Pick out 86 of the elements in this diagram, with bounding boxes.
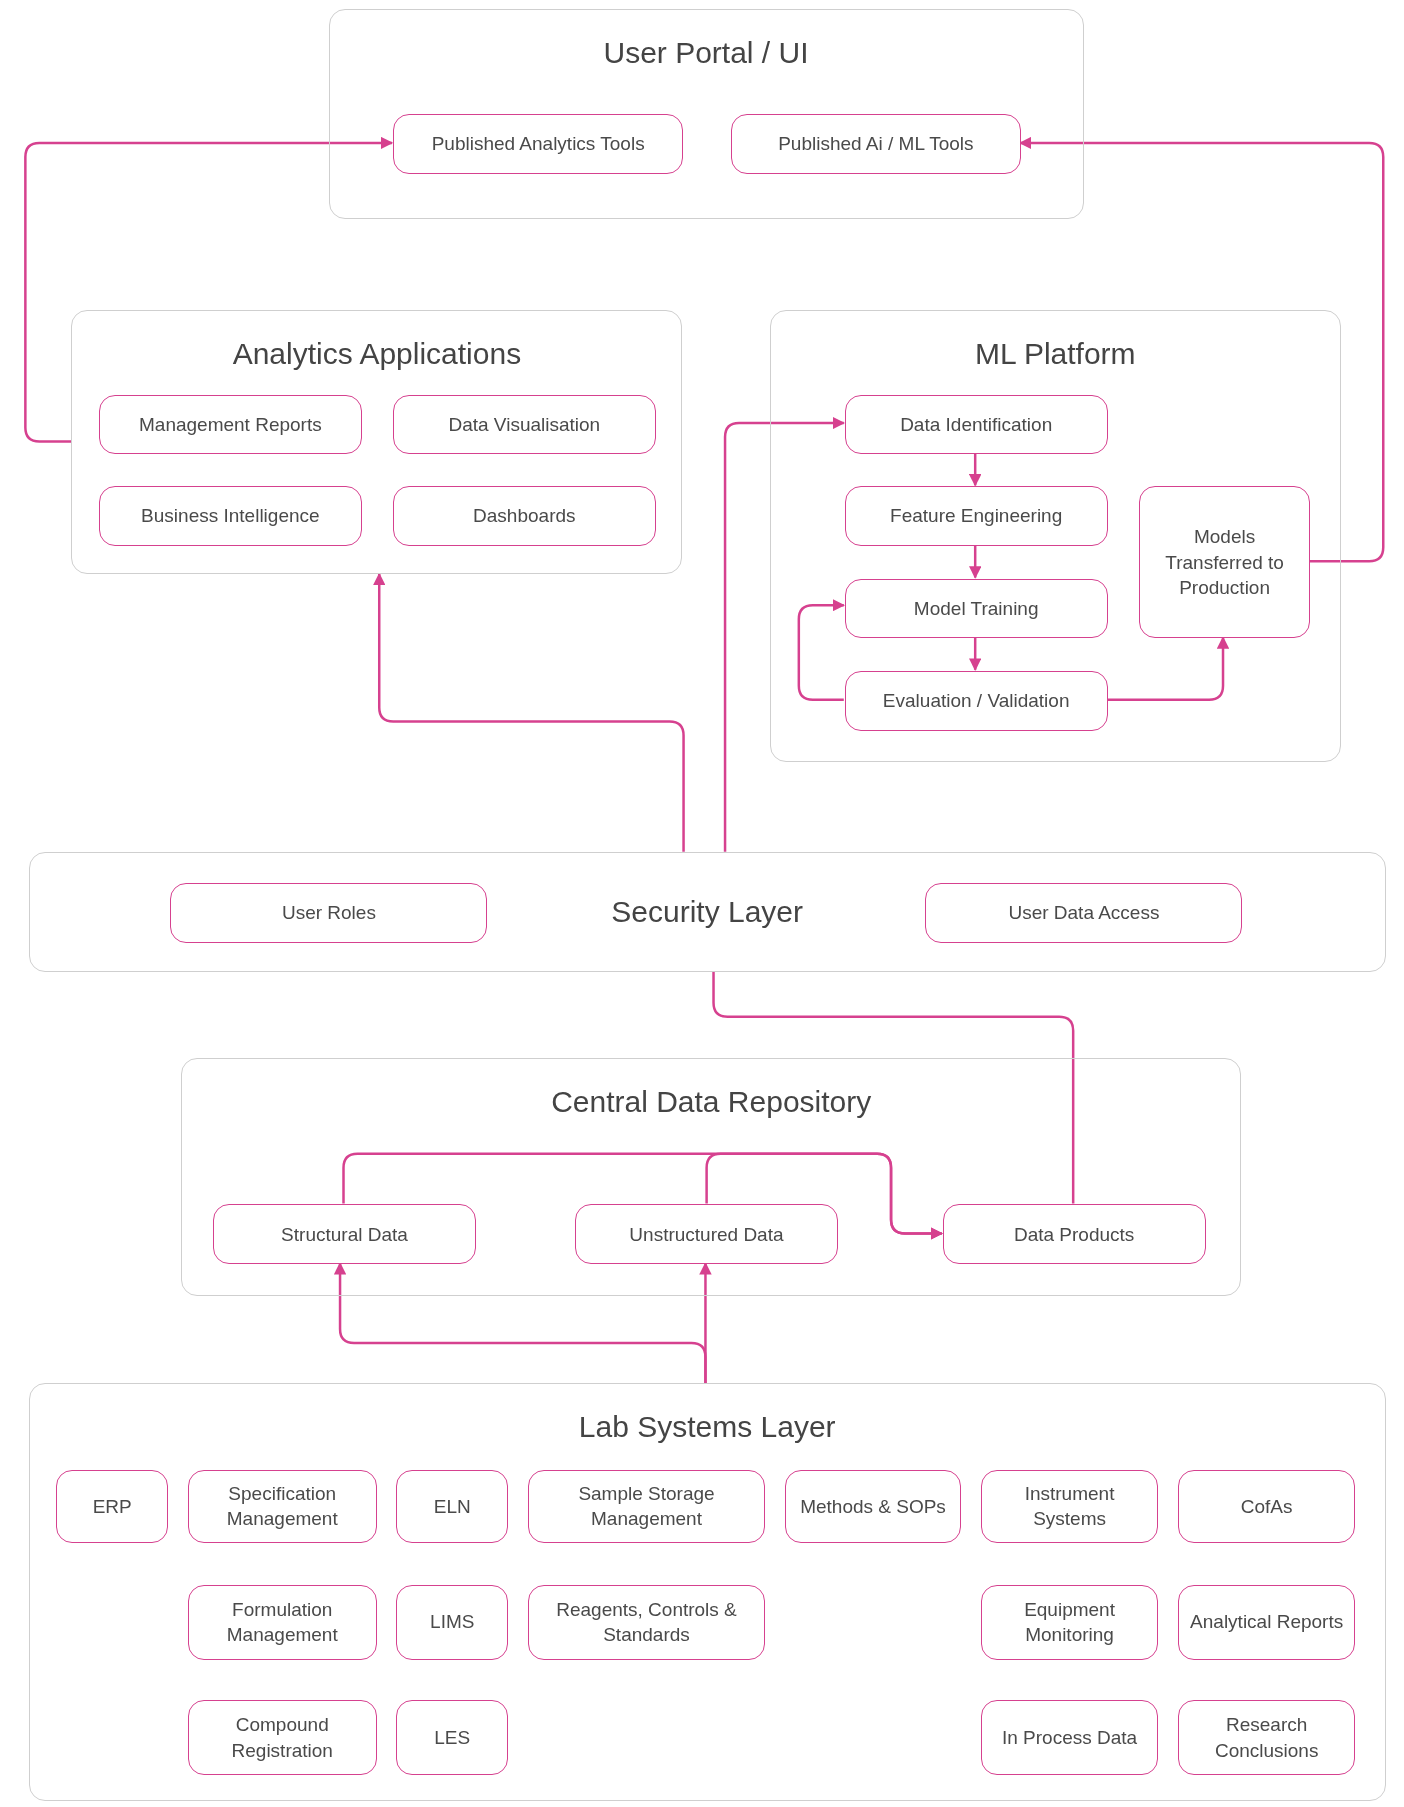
component-box xyxy=(396,1469,509,1544)
component-box xyxy=(784,1469,962,1544)
component-box xyxy=(844,486,1108,547)
component-box xyxy=(392,486,656,547)
component-box xyxy=(980,1700,1159,1775)
component-box xyxy=(98,395,362,454)
component-box xyxy=(98,486,362,547)
component-label: Structural Data xyxy=(281,1222,408,1247)
component-box xyxy=(1138,486,1311,639)
component-box xyxy=(942,1204,1206,1265)
connector-arrow xyxy=(699,1262,712,1384)
component-label: Research Conclusions xyxy=(1213,1712,1320,1763)
component-box xyxy=(392,113,684,174)
panel-title: Lab Systems Layer xyxy=(578,1410,836,1445)
component-label: Management Reports xyxy=(139,412,322,437)
component-label: Dashboards xyxy=(473,504,576,529)
component-box xyxy=(1177,1584,1356,1660)
component-box xyxy=(527,1584,766,1660)
component-box xyxy=(844,578,1108,639)
component-box xyxy=(925,882,1243,943)
component-label: Sample Storage Management xyxy=(577,1481,716,1532)
component-label: LIMS xyxy=(430,1610,475,1635)
connector-arrow xyxy=(705,1152,943,1240)
component-label: In Process Data xyxy=(1001,1725,1138,1750)
connector-arrow xyxy=(968,637,982,671)
component-box xyxy=(980,1584,1159,1660)
layer-panel xyxy=(180,1058,1242,1296)
component-box xyxy=(730,113,1022,174)
component-label: Data Identification xyxy=(900,412,1053,437)
component-box xyxy=(844,670,1108,731)
connector-arrow xyxy=(373,572,685,852)
component-label: ERP xyxy=(92,1494,132,1519)
component-label: Instrument Systems xyxy=(1023,1481,1116,1532)
panel-title: Analytics Applications xyxy=(232,337,522,372)
panel-title: Central Data Repository xyxy=(551,1085,872,1120)
component-label: Data Visualisation xyxy=(448,412,601,437)
component-box xyxy=(56,1469,169,1544)
component-box xyxy=(575,1204,838,1265)
layer-panel xyxy=(28,851,1386,972)
component-label: Feature Engineering xyxy=(890,504,1063,529)
component-label: ELN xyxy=(433,1494,471,1519)
component-box xyxy=(187,1700,377,1775)
component-label: Equipment Monitoring xyxy=(1023,1597,1116,1648)
component-label: Formulation Management xyxy=(225,1597,339,1648)
component-box xyxy=(213,1204,476,1265)
connector-arrow xyxy=(968,545,982,579)
component-label: User Roles xyxy=(281,900,376,925)
connector-arrow xyxy=(723,416,846,852)
component-box xyxy=(396,1584,509,1660)
layer-panel xyxy=(71,310,683,575)
connector-arrow xyxy=(797,598,846,701)
component-label: Data Products xyxy=(1013,1222,1135,1247)
component-box xyxy=(980,1469,1159,1544)
component-label: Reagents, Controls & Standards xyxy=(555,1597,738,1648)
component-label: Compound Registration xyxy=(230,1712,334,1763)
component-label: Unstructured Data xyxy=(629,1222,784,1247)
component-box xyxy=(187,1584,377,1660)
component-box xyxy=(170,882,488,943)
layer-panel xyxy=(770,310,1341,762)
component-box xyxy=(187,1469,377,1544)
component-label: Models Transferred to Production xyxy=(1164,524,1285,601)
component-label: Specification Management xyxy=(225,1481,339,1532)
component-label: Published Analytics Tools xyxy=(431,132,645,157)
component-label: Methods & SOPs xyxy=(800,1494,946,1519)
component-box xyxy=(844,395,1108,454)
connector-arrow xyxy=(24,136,394,443)
component-label: CofAs xyxy=(1240,1494,1293,1519)
component-label: Published Ai / ML Tools xyxy=(778,132,974,157)
component-box xyxy=(1177,1469,1356,1544)
panel-title: ML Platform xyxy=(975,337,1136,372)
component-box xyxy=(396,1700,509,1775)
panel-title: Security Layer xyxy=(611,894,804,929)
component-label: Model Training xyxy=(913,596,1039,621)
component-label: Analytical Reports xyxy=(1190,1610,1344,1635)
component-label: Business Intelligence xyxy=(141,504,320,529)
component-box xyxy=(1177,1700,1356,1775)
component-label: LES xyxy=(434,1725,471,1750)
layer-panel xyxy=(328,9,1084,219)
component-label: User Data Access xyxy=(1008,900,1160,925)
component-box xyxy=(392,395,656,454)
component-box xyxy=(527,1469,766,1544)
connector-arrow xyxy=(1106,636,1230,701)
connector-arrow xyxy=(968,453,982,487)
component-label: Evaluation / Validation xyxy=(882,688,1070,713)
panel-title: User Portal / UI xyxy=(603,36,809,71)
layer-panel xyxy=(28,1383,1386,1801)
